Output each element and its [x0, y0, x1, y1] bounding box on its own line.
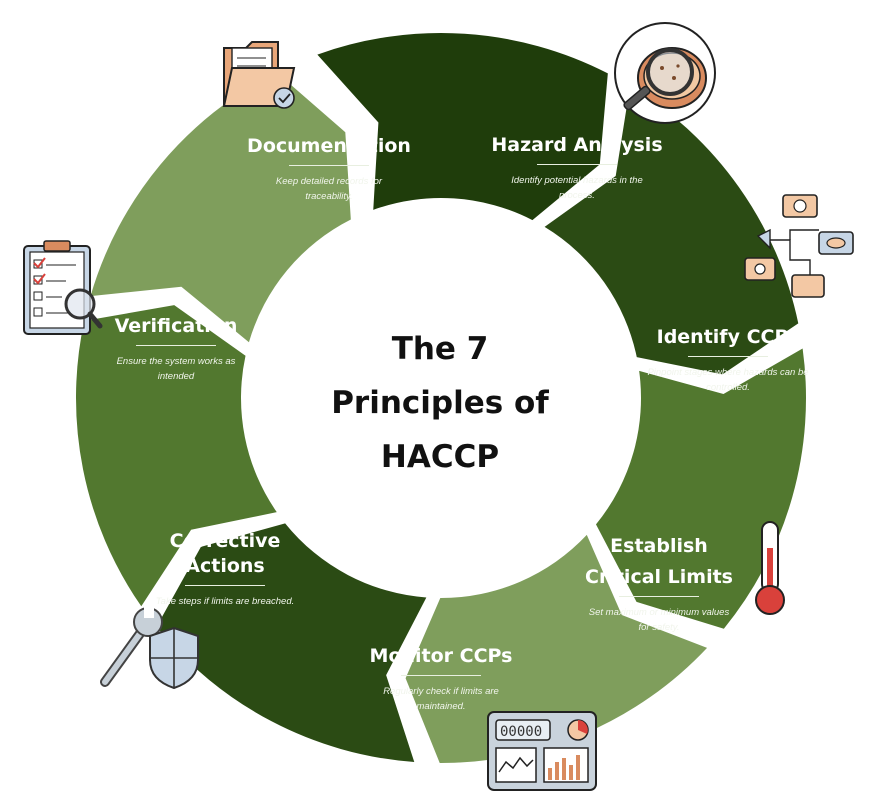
center-title: The 7 Principles of HACCP: [300, 322, 580, 484]
segment-documentation: [90, 72, 351, 343]
checklist-icon: [23, 240, 103, 335]
title-underline: [688, 356, 768, 357]
title-underline: [289, 165, 369, 166]
stage-title: Monitor CCPs: [369, 645, 513, 667]
center-title-line-1: The 7: [391, 331, 489, 367]
dashboard-icon: 00000: [487, 711, 597, 791]
center-title-line-2: Principles of: [331, 385, 549, 421]
flowchart-icon: [744, 194, 854, 298]
segment-identify-ccps: [544, 85, 799, 375]
stage-description: Set maximum or minimum values for safety…: [588, 607, 730, 633]
segment-verification: [76, 305, 277, 607]
stage-title-line-2: Critical Limits: [585, 566, 733, 588]
stage-monitor-ccps: Monitor CCPs Regularly check if limits a…: [356, 644, 526, 714]
stage-description: Identify potential hazards in the proces…: [511, 175, 643, 201]
stage-description: Pinpoint stages where hazards can be con…: [647, 367, 809, 393]
stage-title-line-1: Corrective: [169, 530, 281, 552]
title-underline: [136, 345, 216, 346]
stage-description: Keep detailed records for traceability.: [275, 176, 383, 202]
svg-text:00000: 00000: [500, 724, 542, 740]
stage-description: Regularly check if limits are maintained…: [383, 686, 499, 712]
wrench-shield-icon: [100, 606, 199, 690]
stage-title: Documentation: [247, 135, 411, 157]
stage-title-line-2: Actions: [185, 555, 265, 577]
stage-title: Identify CCPs: [656, 326, 800, 348]
segment-hazard-analysis: [317, 33, 608, 221]
stage-title-line-1: Establish: [610, 535, 708, 557]
magnifier-icon: [614, 22, 716, 124]
segment-corrective-actions: [156, 523, 427, 763]
stage-corrective-actions: Corrective Actions Take steps if limits …: [140, 529, 310, 609]
center-title-line-3: HACCP: [380, 439, 500, 475]
stage-critical-limits: Establish Critical Limits Set maximum or…: [564, 528, 754, 635]
stage-title: Verification: [114, 315, 238, 337]
folder-icon: [222, 41, 296, 109]
stage-description: Ensure the system works as intended: [116, 356, 236, 382]
stage-identify-ccps: Identify CCPs Pinpoint stages where haza…: [633, 325, 823, 395]
segment-monitor-ccps: [405, 534, 708, 764]
stage-description: Take steps if limits are breached.: [155, 596, 295, 607]
stage-title: Hazard Analysis: [491, 134, 663, 156]
title-underline: [537, 164, 617, 165]
title-underline: [619, 596, 699, 597]
title-underline: [185, 585, 265, 586]
stage-hazard-analysis: Hazard Analysis Identify potential hazar…: [472, 133, 682, 203]
stage-verification: Verification Ensure the system works as …: [96, 314, 256, 384]
thermometer-icon: [755, 521, 785, 615]
center-circle: [251, 208, 631, 588]
segment-critical-limits: [595, 348, 806, 629]
stage-documentation: Documentation Keep detailed records for …: [234, 134, 424, 204]
title-underline: [401, 675, 481, 676]
